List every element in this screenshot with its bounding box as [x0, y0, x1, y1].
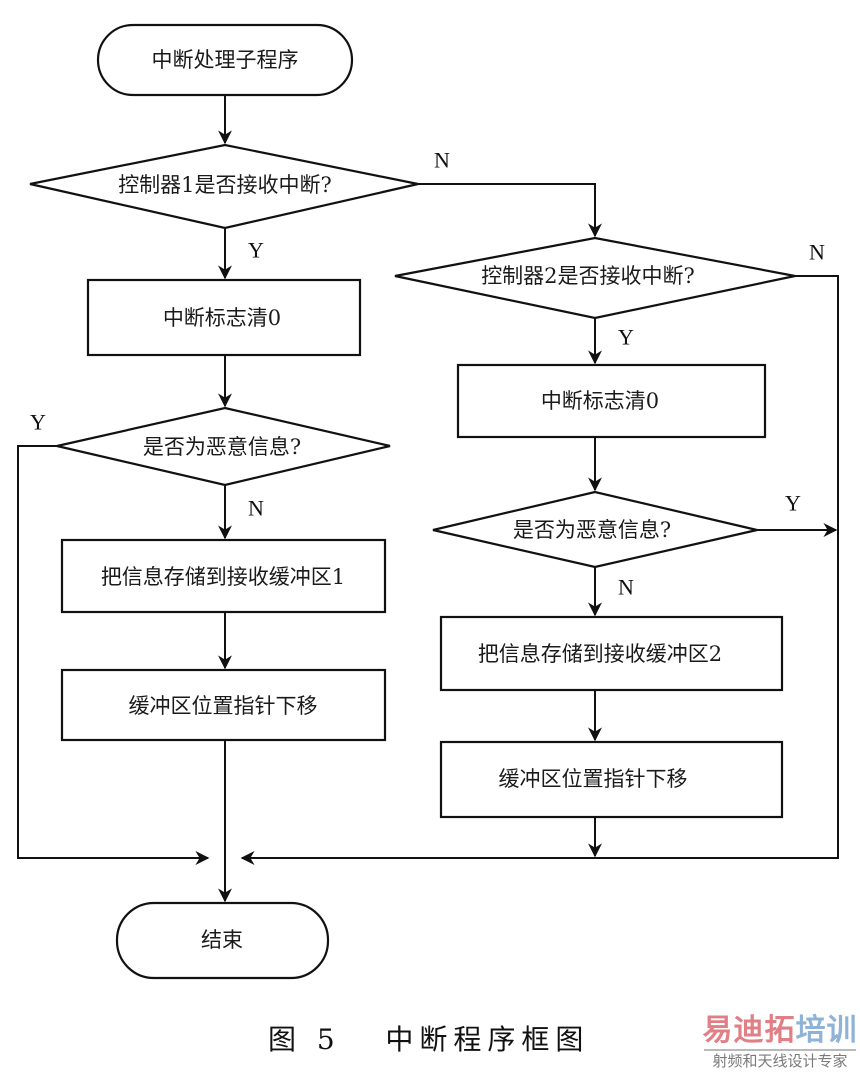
node-start: 中断处理子程序 — [96, 23, 354, 97]
clear-flag-1-shape — [86, 278, 362, 357]
decision-ctrl1-label: 控制器1是否接收中断? — [118, 173, 332, 197]
pointer-down-1-label: 缓冲区位置指针下移 — [129, 694, 318, 718]
pointer-down-1-shape — [60, 668, 387, 742]
end-label: 结束 — [201, 928, 243, 952]
label-malicious2-no: N — [618, 575, 634, 600]
decision-malicious-1-label: 是否为恶意信息? — [143, 435, 301, 459]
store-buffer-2-label: 把信息存储到接收缓冲区2 — [478, 642, 722, 666]
edge-mal1-yes — [17, 445, 210, 865]
clear-flag-1-label: 中断标志清0 — [163, 306, 281, 330]
start-terminal-shape — [96, 23, 354, 97]
node-pointer-down-1: 缓冲区位置指针下移 — [60, 668, 387, 742]
label-ctrl2-yes: Y — [618, 325, 634, 350]
label-malicious1-no: N — [248, 496, 264, 521]
watermark-tagline: 射频和天线设计专家 — [712, 1052, 848, 1070]
node-end: 结束 — [115, 901, 330, 980]
store-buffer-2-shape — [439, 615, 784, 692]
node-decision-malicious-2: 是否为恶意信息? — [432, 490, 758, 569]
node-store-buffer-1: 把信息存储到接收缓冲区1 — [60, 538, 387, 614]
node-decision-malicious-1: 是否为恶意信息? — [56, 406, 391, 487]
watermark-brand: 易迪拓培训 — [700, 1014, 860, 1048]
connectors — [17, 95, 839, 903]
edge-ctrl2-no — [240, 275, 839, 865]
label-ctrl2-no: N — [809, 240, 825, 265]
store-buffer-1-shape — [60, 538, 387, 614]
watermark-brand-part2: 培训 — [795, 1013, 858, 1048]
label-malicious2-yes: Y — [785, 491, 801, 516]
decision-ctrl2-label: 控制器2是否接收中断? — [481, 264, 695, 288]
store-buffer-1-label: 把信息存储到接收缓冲区1 — [101, 565, 345, 589]
pointer-down-2-label: 缓冲区位置指针下移 — [499, 767, 688, 791]
decision-malicious-1-shape — [56, 406, 391, 487]
end-terminal-shape — [115, 901, 330, 980]
clear-flag-2-label: 中断标志清0 — [541, 389, 659, 413]
node-clear-flag-1: 中断标志清0 — [86, 278, 362, 357]
decision-ctrl2-shape — [394, 236, 796, 320]
decision-ctrl1-shape — [29, 143, 419, 230]
figure-title: 中断程序框图 — [385, 1023, 590, 1056]
decision-malicious-2-shape — [432, 490, 758, 569]
watermark-brand-part1: 易迪拓 — [702, 1013, 796, 1048]
edge-labels: N Y N Y Y N Y N — [30, 148, 825, 600]
clear-flag-2-shape — [456, 363, 767, 439]
edge-ctrl1-no — [418, 183, 602, 238]
label-malicious1-yes: Y — [30, 410, 46, 435]
label-ctrl1-no: N — [434, 148, 450, 173]
node-decision-ctrl1: 控制器1是否接收中断? — [29, 143, 419, 230]
figure-number: 图 5 — [268, 1023, 341, 1056]
node-store-buffer-2: 把信息存储到接收缓冲区2 — [439, 615, 784, 692]
flowchart: 中断处理子程序 控制器1是否接收中断? 中断标志清0 是否为恶意信息? 把信息存… — [17, 23, 839, 980]
node-pointer-down-2: 缓冲区位置指针下移 — [439, 740, 784, 819]
watermark-logo: 易迪拓培训 射频和天线设计专家 — [700, 1014, 860, 1071]
node-clear-flag-2: 中断标志清0 — [456, 363, 767, 439]
watermark-divider — [704, 1049, 856, 1051]
figure-caption: 图 5 中断程序框图 — [268, 1018, 589, 1058]
label-ctrl1-yes: Y — [248, 238, 264, 263]
pointer-down-2-shape — [439, 740, 784, 819]
start-label: 中断处理子程序 — [152, 48, 299, 72]
node-decision-ctrl2: 控制器2是否接收中断? — [394, 236, 796, 320]
decision-malicious-2-label: 是否为恶意信息? — [513, 518, 671, 542]
